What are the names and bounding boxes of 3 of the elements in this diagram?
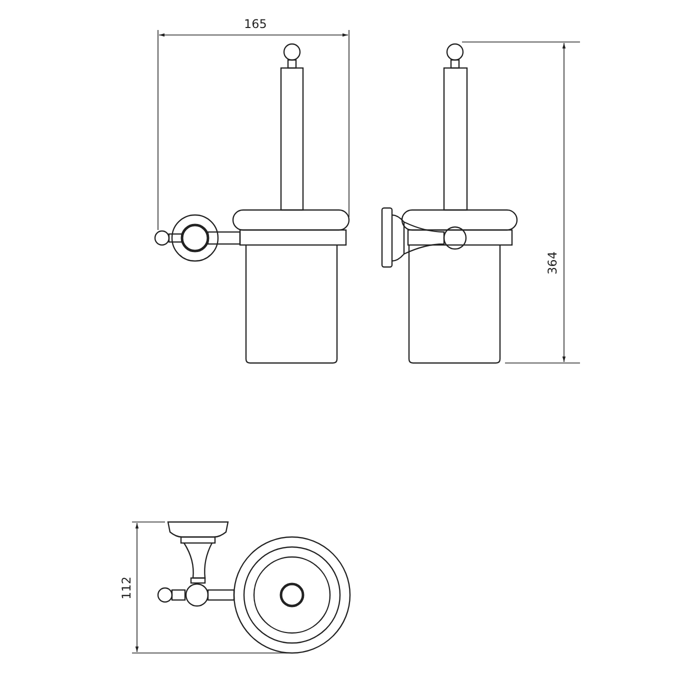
dimension-label: 364	[545, 252, 560, 274]
dimension-label: 165	[244, 17, 267, 31]
dimension-label: 112	[119, 576, 134, 600]
